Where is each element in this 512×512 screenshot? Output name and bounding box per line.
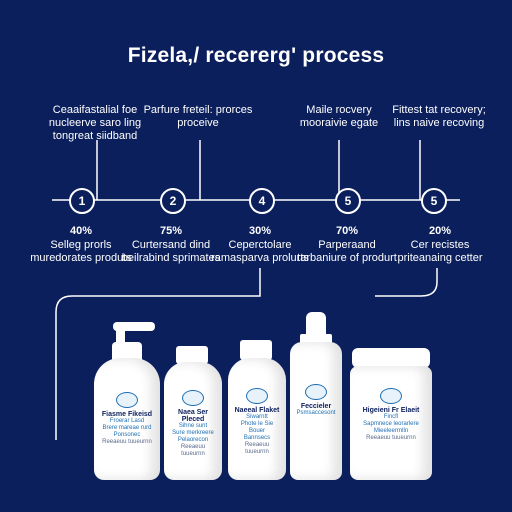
pump-nozzle [113, 322, 155, 331]
brand-logo-icon [246, 388, 268, 404]
jar-lid [352, 348, 430, 368]
stage-bottom-1: 40% Selleg prorls muredorates produts [26, 225, 136, 265]
bottle-cap [176, 346, 208, 364]
step-circle-3: 4 [249, 188, 275, 214]
product-line: Sapmnece leorarlere [363, 421, 419, 427]
product-line: Pelaorecon [177, 437, 209, 443]
pump-collar [112, 342, 142, 362]
product-name: Feccieler [300, 403, 332, 410]
stage-top-2: Parfure freteil: prorces proceive [143, 104, 253, 129]
product-line: Ponsonec [113, 432, 141, 438]
stage-top-4: Fittest tat recovery; lins naive recovin… [392, 104, 486, 129]
stage-description: Selleg prorls muredorates produts [30, 239, 132, 264]
product-line: Bannsecs [243, 435, 271, 441]
stage-description: Ceperctolare ramasparva prolurts [211, 239, 309, 264]
product-label: Higeieni Fr Elaeit Fincfl Sapmnece leora… [356, 388, 426, 442]
bottle-body: Feccieler Psmsaccesont [290, 342, 342, 480]
brand-logo-icon [116, 392, 138, 408]
spray-nozzle [306, 312, 326, 336]
brand-logo-icon [182, 390, 204, 406]
jar-body: Higeieni Fr Elaeit Fincfl Sapmnece leora… [350, 366, 432, 480]
stage-description: Curtersand dind beilrabind sprimates [121, 239, 221, 264]
product-subtitle: Sihne sunt [178, 423, 208, 429]
stage-percent: 40% [69, 225, 93, 237]
bottle-body: Fiasme Fikeisd Froerar Lasd Brere mareae… [94, 358, 160, 480]
step-circle-5: 5 [421, 188, 447, 214]
product-label: Feccieler Psmsaccesont [296, 384, 336, 417]
brand-logo-icon [305, 384, 327, 400]
product-name: Naea Ser Pleced [178, 409, 208, 423]
step-circle-4: 5 [335, 188, 361, 214]
bottle-body: Naea Ser Pleced Sihne sunt Sure merkreer… [164, 362, 222, 480]
stage-percent: 20% [428, 225, 452, 237]
product-name: Naeeal Flaket [234, 407, 280, 414]
product-name: Fiasme Fikeisd [101, 411, 153, 418]
product-fineprint: Reeaeuu tuueurnn [366, 435, 416, 441]
step-circle-2: 2 [160, 188, 186, 214]
bottle-cap [240, 340, 272, 360]
product-subtitle: Psmsaccesont [296, 410, 336, 416]
product-fineprint: Reeaeuu tuueurnn [102, 439, 152, 445]
product-subtitle: Siwarntt [246, 414, 268, 420]
stage-top-1: Ceaaifastalial foe nucleerve saro ling t… [48, 104, 142, 142]
stage-percent: 70% [335, 225, 359, 237]
product-fineprint: Reeaeuu tuueurnn [180, 444, 206, 457]
product-line: Brere mareae rurd [102, 425, 152, 431]
connector-to-products-right [375, 268, 438, 297]
product-subtitle: Froerar Lasd [109, 418, 145, 424]
stage-bottom-4: 70% Parperaand tarbaniure of produrt [292, 225, 402, 265]
step-circle-1: 1 [69, 188, 95, 214]
product-fineprint: Reeaeuu tuueurnn [244, 442, 270, 455]
stage-bottom-2: 75% Curtersand dind beilrabind sprimates [116, 225, 226, 265]
product-label: Fiasme Fikeisd Froerar Lasd Brere mareae… [100, 392, 154, 446]
product-line: Phote le Sie Bouer [240, 421, 274, 434]
spray-collar [300, 334, 332, 344]
product-label: Naea Ser Pleced Sihne sunt Sure merkreer… [170, 390, 216, 458]
connector-to-products-left [55, 268, 261, 440]
stage-description: Cer recistes priteanaing cetter [397, 239, 483, 264]
product-name: Higeieni Fr Elaeit [362, 407, 420, 414]
stage-bottom-5: 20% Cer recistes priteanaing cetter [385, 225, 495, 265]
product-label: Naeeal Flaket Siwarntt Phote le Sie Boue… [234, 388, 280, 456]
stage-bottom-3: 30% Ceperctolare ramasparva prolurts [205, 225, 315, 265]
product-line: Mieeleerrnlln [373, 428, 409, 434]
brand-logo-icon [380, 388, 402, 404]
diagram-title: Fizela,/ recererg' process [127, 44, 385, 67]
pump-stem [116, 330, 125, 344]
bottle-body: Naeeal Flaket Siwarntt Phote le Sie Boue… [228, 358, 286, 480]
stage-percent: 30% [248, 225, 272, 237]
product-line: Sure merkreere [172, 430, 214, 436]
stage-top-3: Maile rocvery mooraivie egate [299, 104, 379, 129]
product-subtitle: Fincfl [383, 414, 399, 420]
stage-description: Parperaand tarbaniure of produrt [297, 239, 397, 264]
stage-percent: 75% [159, 225, 183, 237]
